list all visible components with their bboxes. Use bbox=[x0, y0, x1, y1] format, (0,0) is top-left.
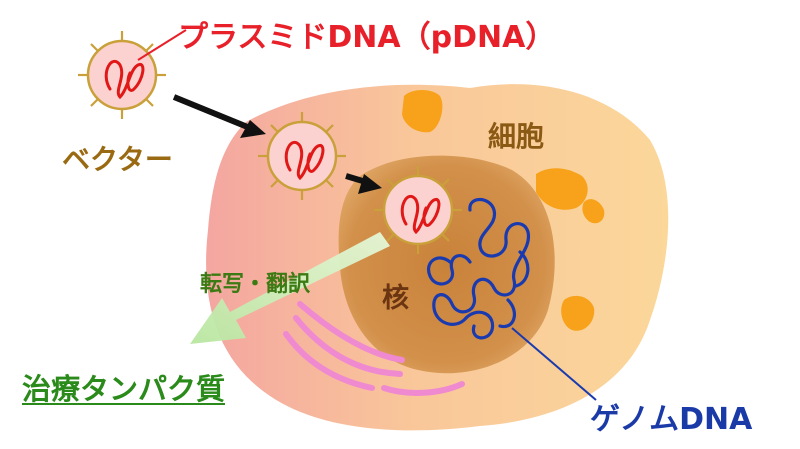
organelle-right-small bbox=[582, 199, 605, 224]
entry-arrow-2-head bbox=[358, 174, 382, 194]
entry-arrow-1 bbox=[172, 94, 252, 131]
vector-particle-2 bbox=[258, 112, 346, 200]
entry-arrow-1-head bbox=[240, 120, 266, 138]
plasmid-dna-label: プラスミドDNA（pDNA） bbox=[178, 20, 556, 55]
plasmid-dna-strand-2 bbox=[284, 140, 325, 181]
organelle-top bbox=[402, 90, 443, 133]
genome-dna-strand bbox=[427, 197, 530, 340]
organelle-right bbox=[536, 168, 588, 210]
therapeutic-protein-label: 治療タンパク質 bbox=[22, 372, 226, 406]
organelle-lower-right bbox=[561, 295, 595, 331]
cell-label: 細胞 bbox=[488, 120, 545, 153]
vector-particle-1 bbox=[78, 31, 166, 119]
genome-dna-pointer bbox=[511, 327, 597, 401]
genome-dna-label: ゲノムDNA bbox=[590, 402, 753, 437]
nucleus-label: 核 bbox=[382, 283, 409, 314]
transcription-translation-label: 転写・翻訳 bbox=[200, 272, 311, 297]
vector-particle-3 bbox=[374, 166, 462, 254]
vector-label: ベクター bbox=[62, 143, 173, 176]
protein-arrow bbox=[190, 232, 390, 344]
mrna-arcs bbox=[283, 301, 465, 396]
plasmid-dna-strand-3 bbox=[400, 194, 441, 235]
plasmid-dna-strand-1 bbox=[104, 59, 145, 100]
plasmid-pointer bbox=[137, 29, 187, 61]
